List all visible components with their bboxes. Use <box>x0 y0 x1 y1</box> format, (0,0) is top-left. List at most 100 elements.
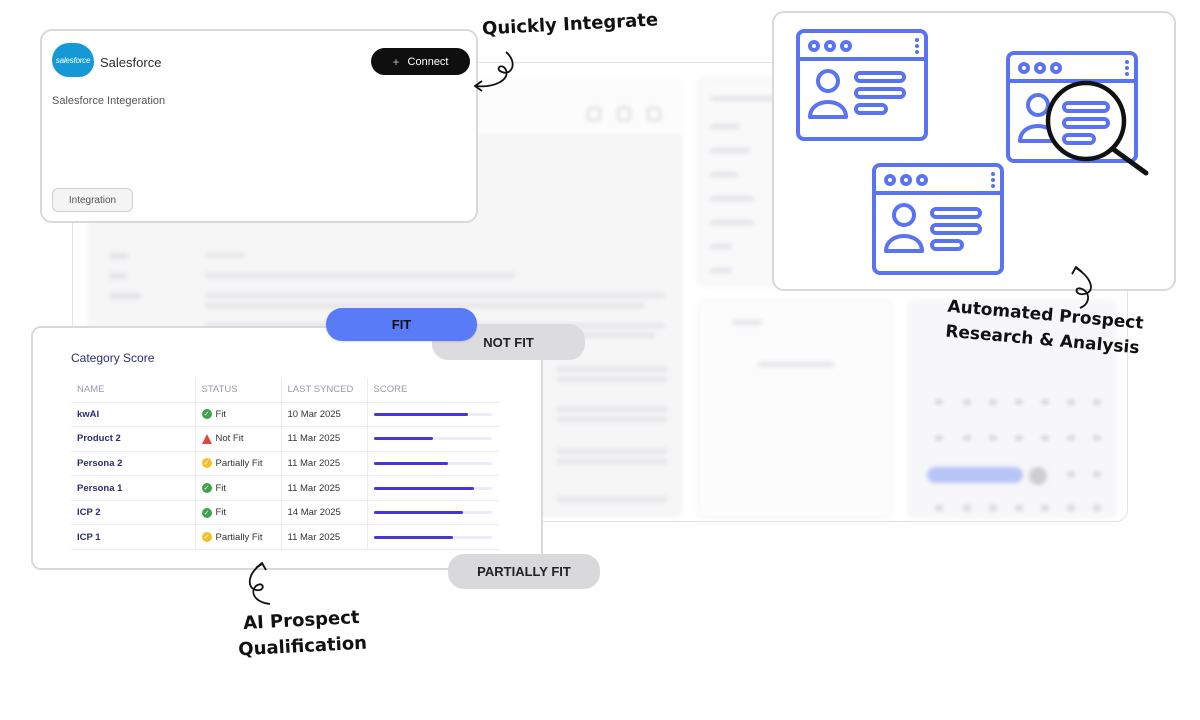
score-bar-track <box>373 412 492 416</box>
quick-integrate-callout: Quickly Integrate <box>481 9 659 40</box>
connect-button[interactable]: + Connect <box>371 48 470 75</box>
prospect-research-illustration <box>772 11 1176 291</box>
row-status: ✓Fit <box>194 475 281 501</box>
status-label: Fit <box>215 507 227 519</box>
row-status: ✓Fit <box>194 500 281 526</box>
qualification-callout: AI Prospect Qualification <box>231 604 374 663</box>
row-name: Persona 2 <box>71 451 195 477</box>
row-score <box>366 451 499 477</box>
background-line <box>205 303 645 308</box>
check-circle-icon: ✓ <box>201 483 212 494</box>
salesforce-logo: salesforce <box>52 43 94 77</box>
score-bar-track <box>373 461 492 465</box>
background-calendar-day <box>935 505 943 511</box>
background-notes-panel <box>697 299 893 519</box>
background-line <box>710 148 750 153</box>
background-line <box>710 220 754 225</box>
background-line <box>205 253 245 258</box>
column-header-name: NAME <box>71 378 195 403</box>
background-toolbar-icon <box>647 107 661 121</box>
background-line <box>732 320 762 325</box>
background-calendar-day <box>1093 471 1101 477</box>
row-name: Product 2 <box>71 426 195 452</box>
curved-arrow-icon <box>248 561 271 605</box>
integration-description: Salesforce Integeration <box>52 95 166 107</box>
row-score <box>366 426 499 452</box>
background-calendar-day <box>1067 435 1075 441</box>
background-calendar-day <box>1041 399 1049 405</box>
background-line <box>557 417 667 422</box>
score-bar-fill <box>373 412 468 416</box>
background-calendar-day <box>1041 505 1049 511</box>
plus-icon: + <box>392 54 400 69</box>
status-label: Partially Fit <box>215 457 263 469</box>
background-calendar-day <box>1093 399 1101 405</box>
background-line <box>557 497 667 502</box>
curved-arrow-icon <box>473 51 514 92</box>
background-calendar-day <box>935 435 943 441</box>
row-last-synced: 11 Mar 2025 <box>280 475 367 501</box>
background-calendar-day <box>989 505 997 511</box>
background-calendar-day <box>1093 435 1101 441</box>
table-header-row: NAME STATUS LAST SYNCED SCORE <box>71 378 499 403</box>
partial-circle-icon: ✓ <box>201 532 212 543</box>
row-status: ✓Partially Fit <box>194 451 281 477</box>
background-calendar-day <box>1067 399 1075 405</box>
background-line <box>710 244 732 249</box>
curved-arrow-icon <box>1071 265 1092 309</box>
row-score <box>366 524 499 551</box>
background-calendar-day <box>1015 435 1023 441</box>
salesforce-integration-card: salesforce Salesforce + Connect Salesfor… <box>40 29 478 223</box>
row-score <box>366 475 499 501</box>
background-calendar-day <box>963 435 971 441</box>
score-bar-fill <box>373 535 453 539</box>
score-bar-track <box>373 535 492 539</box>
score-bar-track <box>373 486 492 490</box>
row-status: Not Fit <box>194 426 281 452</box>
background-calendar-range <box>927 467 1023 483</box>
score-bar-fill <box>373 437 433 441</box>
score-bar-fill <box>373 486 474 490</box>
status-label: Not Fit <box>215 433 244 445</box>
background-line <box>205 273 515 278</box>
category-score-title: Category Score <box>71 351 155 365</box>
background-line <box>205 293 665 298</box>
row-name: kwAI <box>71 402 195 428</box>
background-line <box>710 96 820 101</box>
column-header-last-synced: LAST SYNCED <box>280 378 367 403</box>
background-line <box>710 124 740 129</box>
background-line <box>710 268 732 273</box>
background-line <box>109 253 129 259</box>
partial-circle-icon: ✓ <box>201 458 212 469</box>
category-score-card: Category Score NAME STATUS LAST SYNCED S… <box>31 326 543 570</box>
row-name: Persona 1 <box>71 475 195 501</box>
fit-pill: FIT <box>326 308 477 341</box>
score-bar-fill <box>373 461 448 465</box>
salesforce-logo-text: salesforce <box>55 55 91 65</box>
column-header-status: STATUS <box>194 378 281 403</box>
background-toolbar-icon <box>617 107 631 121</box>
background-calendar-day <box>1093 505 1101 511</box>
background-calendar <box>907 299 1117 519</box>
score-bar-fill <box>373 511 464 515</box>
background-calendar-today <box>1029 467 1047 485</box>
background-line <box>557 459 667 464</box>
column-header-score: SCORE <box>366 378 499 403</box>
background-calendar-day <box>1067 505 1075 511</box>
row-last-synced: 11 Mar 2025 <box>280 451 367 477</box>
check-circle-icon: ✓ <box>201 507 212 518</box>
background-calendar-day <box>1015 399 1023 405</box>
status-label: Partially Fit <box>215 531 263 543</box>
row-status: ✓Fit <box>194 402 281 428</box>
magnifier-icon <box>1045 80 1149 176</box>
status-label: Fit <box>215 482 227 494</box>
row-last-synced: 11 Mar 2025 <box>280 524 367 551</box>
